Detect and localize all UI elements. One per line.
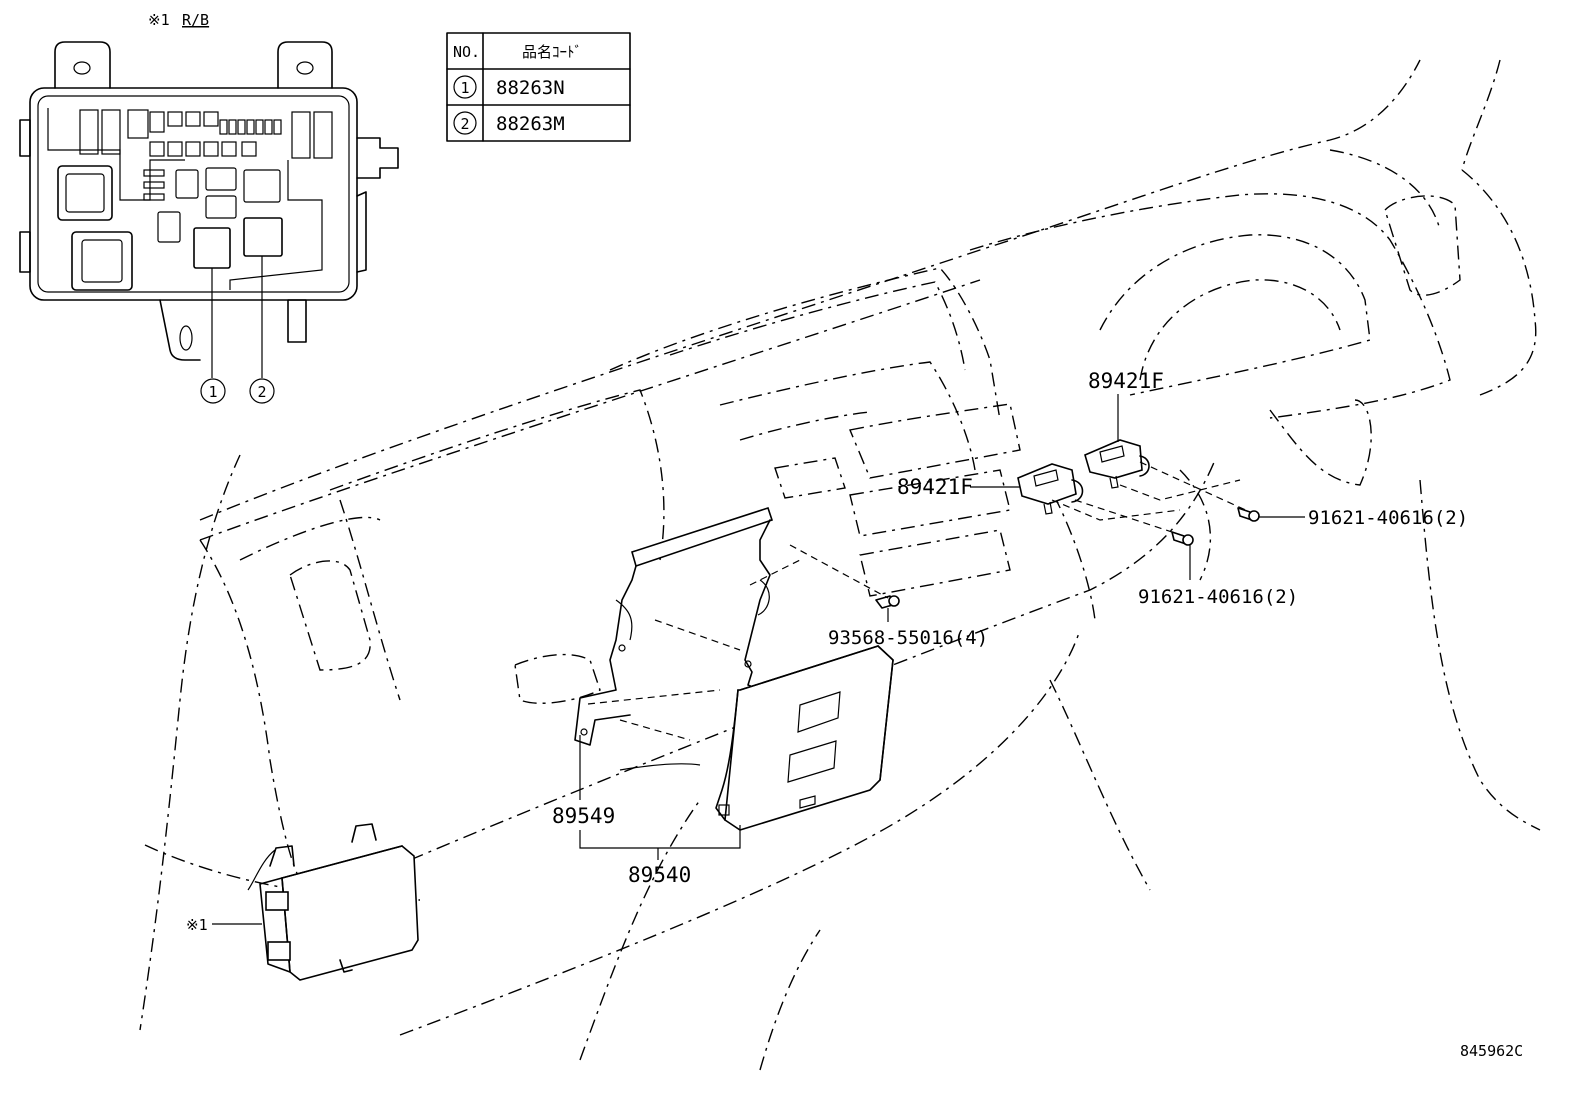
label-sensor-upper: 89421F (1088, 369, 1164, 393)
label-screw: 93568-55016(4) (828, 627, 988, 649)
callout-1: 1 (208, 383, 217, 401)
ecu-bracket (574, 506, 889, 746)
relay-block-inset: ※1 R/B (19, 11, 399, 404)
table-row-2-no: 2 (460, 115, 469, 133)
label-sensor-lower: 89421F (897, 475, 973, 499)
relay-block-installed (247, 823, 419, 981)
part-code-table: NO. 品名ｺｰﾄﾞ 1 88263N 2 88263M (446, 32, 631, 142)
sensor-mount-phantom-2 (1119, 479, 1241, 501)
table-row-2-code: 88263M (496, 113, 565, 135)
label-relay-block-ref: ※1 (186, 916, 208, 934)
table-header-code: 品名ｺｰﾄﾞ (522, 43, 582, 61)
bolt-mid (1171, 531, 1194, 546)
label-bolt-mid: 91621-40616(2) (1138, 586, 1298, 608)
sensor-lower-bolt-axis (1074, 499, 1185, 537)
relay-block-note-mark: ※1 (148, 11, 170, 29)
catalog-number: 845962C (1460, 1042, 1523, 1060)
engine-control-unit (715, 645, 894, 831)
bolt-right (1237, 507, 1260, 522)
label-ecu-assy: 89540 (628, 863, 691, 887)
sensor-mount-phantom (1051, 499, 1181, 521)
label-bolt-right: 91621-40616(2) (1308, 507, 1468, 529)
sensor-upper (1084, 439, 1150, 489)
label-bracket: 89549 (552, 804, 615, 828)
callout-2: 2 (257, 383, 266, 401)
leader-lines (212, 394, 1305, 925)
table-row-1-code: 88263N (496, 77, 565, 99)
table-header-no: NO. (453, 43, 480, 61)
sensor-lower (1017, 463, 1084, 515)
sensor-upper-bolt-axis (1139, 461, 1251, 513)
table-row-1-no: 1 (460, 79, 469, 97)
relay-block-title: R/B (182, 11, 209, 29)
instrument-panel-outline (139, 59, 1541, 1071)
screw-93568 (875, 595, 900, 609)
